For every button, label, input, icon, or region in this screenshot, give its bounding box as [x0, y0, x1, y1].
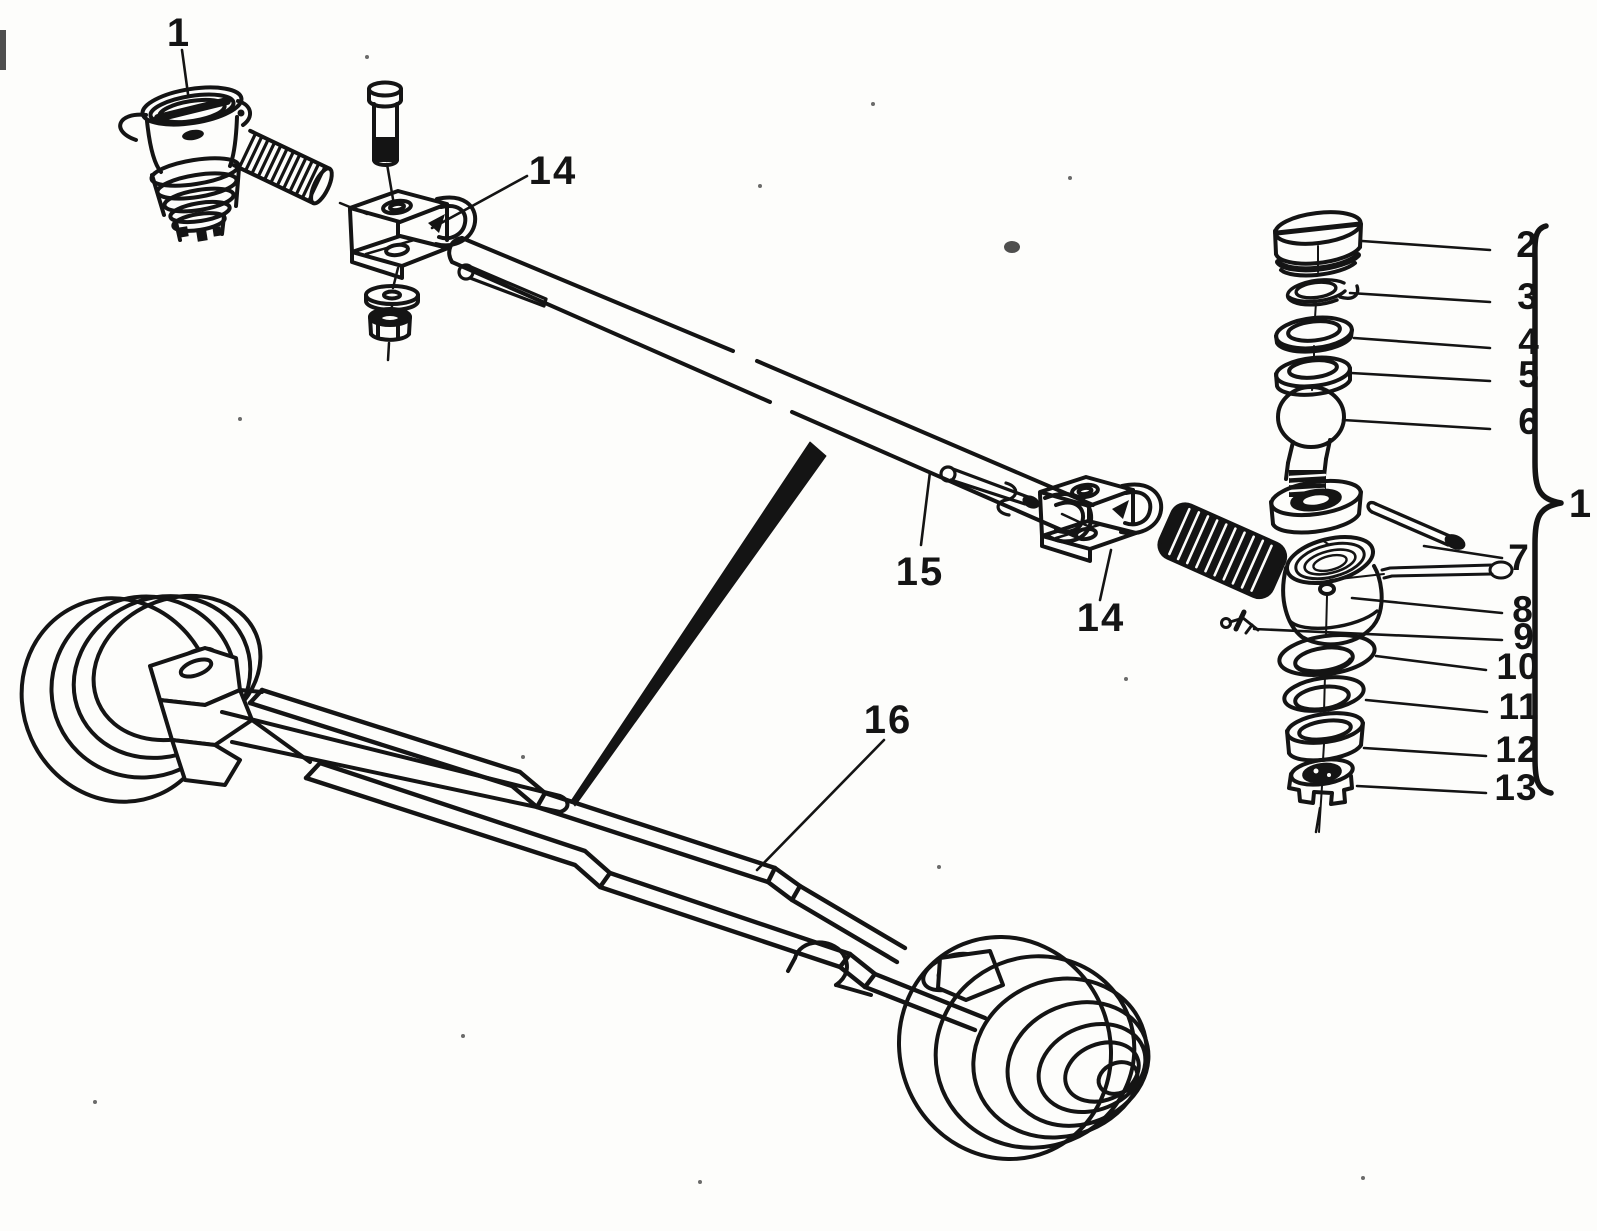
- pointer-wedge: [570, 441, 827, 807]
- part-label-11: 11: [1498, 686, 1539, 727]
- leader-13: [1355, 784, 1488, 795]
- cotter-pin-tube-right: [939, 465, 1040, 517]
- wheel-hub-right: [896, 934, 1151, 1162]
- part-label-3: 3: [1517, 276, 1539, 317]
- tie-rod-end-left: [118, 85, 252, 242]
- tube-clamp-rear: [1038, 475, 1164, 563]
- thread-boot-sleeve: [1157, 502, 1288, 600]
- part-label-14-top: 14: [529, 149, 578, 193]
- part-label-4: 4: [1518, 321, 1540, 362]
- castle-nut: [1287, 757, 1355, 834]
- leader-10: [1374, 654, 1488, 672]
- dust-cap: [1273, 210, 1363, 278]
- part-label-14-mid: 14: [1077, 596, 1126, 640]
- scan-noise-dots: [0, 30, 1365, 1184]
- bearing-seat-upper: [1274, 315, 1354, 354]
- leader-15: [919, 470, 932, 547]
- leader-11: [1364, 698, 1489, 714]
- part-label-7: 7: [1508, 537, 1530, 578]
- washer-large: [1277, 633, 1377, 677]
- part-label-15: 15: [896, 550, 945, 594]
- part-label-8: 8: [1512, 589, 1534, 630]
- stack-axis-line: [1311, 245, 1329, 833]
- ball-seat-cup: [1269, 478, 1363, 535]
- tie-rod-end-housing: [1281, 535, 1384, 647]
- grease-fitting: [1220, 609, 1260, 635]
- axle-beam: [247, 687, 988, 1033]
- steering-knuckle-left: [148, 646, 570, 814]
- clamp-bolt: [367, 80, 403, 207]
- part-label-10: 10: [1496, 646, 1539, 687]
- leader-6: [1341, 418, 1492, 431]
- part-label-12: 12: [1495, 729, 1538, 770]
- leader-14-mid: [1098, 548, 1113, 602]
- part-label-6: 6: [1518, 401, 1540, 442]
- part-label-1-top: 1: [167, 11, 191, 55]
- leader-9: [1252, 627, 1504, 642]
- part-label-5: 5: [1518, 354, 1540, 395]
- leader-2: [1360, 239, 1492, 252]
- leader-1-top: [180, 48, 190, 96]
- leader-16: [755, 738, 886, 872]
- steering-knuckle-right: [786, 940, 1005, 1002]
- leader-4: [1352, 336, 1492, 350]
- cotter-pin-lower: [1329, 560, 1514, 581]
- clamp-nut: [368, 304, 412, 362]
- tie-rod-tube: [447, 236, 1095, 544]
- spring-cup: [1285, 711, 1365, 763]
- leader-7: [1422, 544, 1504, 560]
- part-label-16: 16: [864, 698, 913, 742]
- leader-12: [1362, 746, 1488, 758]
- leader-5: [1349, 371, 1492, 383]
- part-label-1-bracket: 1: [1569, 482, 1593, 526]
- cotter-pin-upper: [1366, 500, 1466, 550]
- leader-8: [1350, 596, 1504, 615]
- part-label-13: 13: [1494, 767, 1537, 808]
- part-label-9: 9: [1513, 616, 1535, 657]
- snap-ring: [1285, 278, 1360, 307]
- washer-small: [1282, 675, 1366, 713]
- leader-lines: [180, 48, 1504, 872]
- tie-rod-end-thread-shank: [231, 128, 334, 206]
- leader-14-top: [430, 174, 529, 230]
- assembly-brace: [1532, 223, 1564, 796]
- leader-3: [1348, 291, 1492, 304]
- part-label-2: 2: [1516, 224, 1538, 265]
- cotter-pin-tube-left: [457, 263, 548, 308]
